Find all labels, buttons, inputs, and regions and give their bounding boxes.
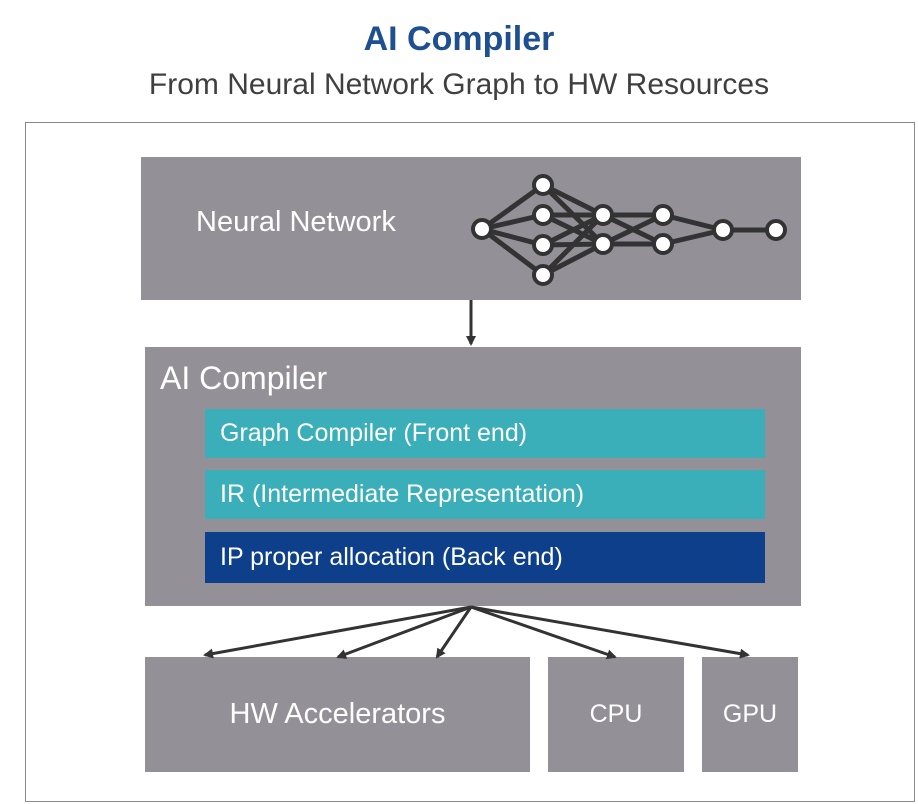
- gpu-box: [702, 657, 798, 772]
- gpu-label: GPU: [722, 700, 778, 728]
- ir-stage: IR (Intermediate Representation): [205, 470, 765, 519]
- ip-allocation-stage: IP proper allocation (Back end): [205, 532, 765, 583]
- neural-network-box: [141, 157, 801, 300]
- cpu-box: [548, 657, 684, 772]
- neural-network-label: Neural Network: [196, 206, 396, 238]
- hw-accelerators-box: [145, 657, 530, 772]
- hw-accelerators-label: HW Accelerators: [229, 698, 446, 730]
- cpu-label: CPU: [589, 700, 643, 728]
- diagram-frame: [25, 122, 915, 802]
- neural-network-nodes: [471, 174, 787, 286]
- ai-compiler-label: AI Compiler: [160, 360, 328, 396]
- graph-compiler-stage: Graph Compiler (Front end): [205, 409, 765, 458]
- diagram-subtitle: From Neural Network Graph to HW Resource…: [148, 68, 770, 101]
- compiler-to-targets-arrows: [203, 605, 750, 660]
- diagram-title: AI Compiler: [363, 20, 555, 58]
